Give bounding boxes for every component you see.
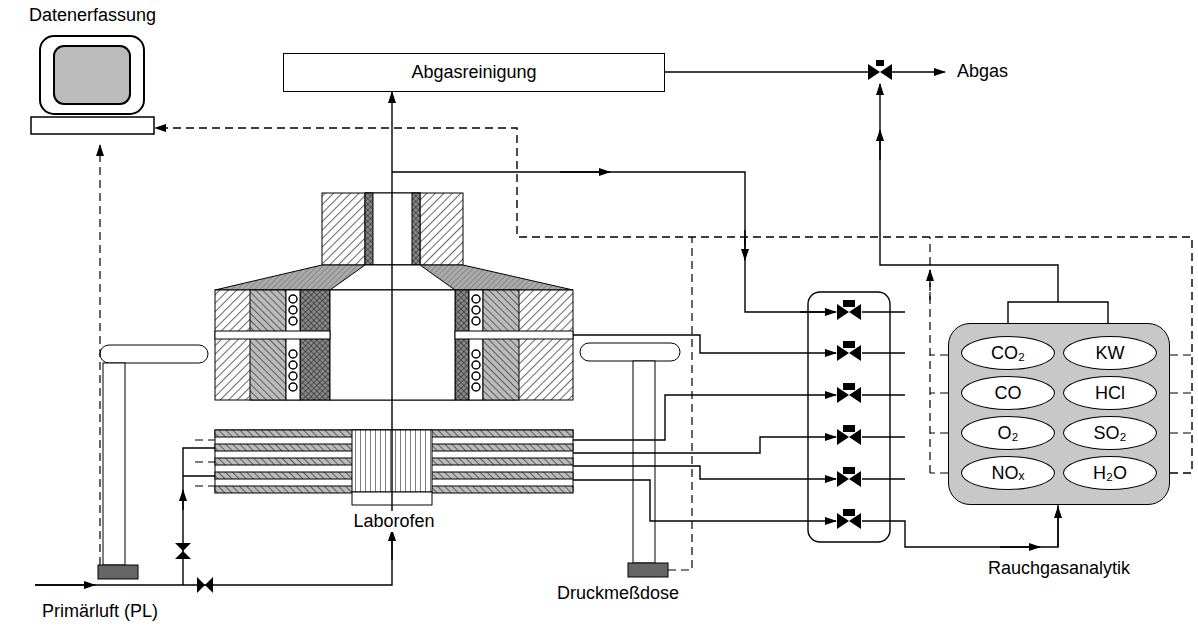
gas-analyzer: KW xyxy=(1063,336,1157,370)
node-label: SO₂ xyxy=(1094,423,1127,444)
node-label: Abgasreinigung xyxy=(411,62,536,83)
node-label: KW xyxy=(1096,343,1125,364)
node-label: HCl xyxy=(1095,383,1125,404)
sensor-label: Druckmeßdose xyxy=(555,583,681,604)
node-label: CO₂ xyxy=(991,343,1025,364)
monitor-symbol xyxy=(30,35,155,135)
node-label: H₂O xyxy=(1093,463,1127,484)
gas-analyzer: CO xyxy=(961,376,1055,410)
gas-analyzer: HCl xyxy=(1063,376,1157,410)
node-label: NOₓ xyxy=(992,463,1025,484)
process-box: Abgasreinigung xyxy=(283,53,665,92)
gas-analyzer: SO₂ xyxy=(1063,416,1157,450)
node-label: O₂ xyxy=(998,423,1019,444)
analyzer-panel: RauchgasanalytikCO₂KWCOHClO₂SO₂NOₓH₂O xyxy=(948,323,1170,505)
node-label: CO xyxy=(995,383,1022,404)
inlet-label: Primärluft (PL) xyxy=(40,601,160,622)
outlet-label: Abgas xyxy=(955,61,1010,82)
laboratory-furnace: Laborofen xyxy=(215,193,573,505)
gas-analyzer: O₂ xyxy=(961,416,1055,450)
gas-line xyxy=(391,92,392,193)
computer-terminal: Datenerfassung xyxy=(30,35,155,135)
node-heading: Rauchgasanalytik xyxy=(986,558,1132,579)
gas-analyzer: CO₂ xyxy=(961,336,1055,370)
signal-line xyxy=(155,128,1192,473)
gas-analyzer: H₂O xyxy=(1063,456,1157,490)
node-heading: Datenerfassung xyxy=(27,5,158,26)
node-heading: Laborofen xyxy=(351,511,436,532)
gas-analyzer: NOₓ xyxy=(961,456,1055,490)
